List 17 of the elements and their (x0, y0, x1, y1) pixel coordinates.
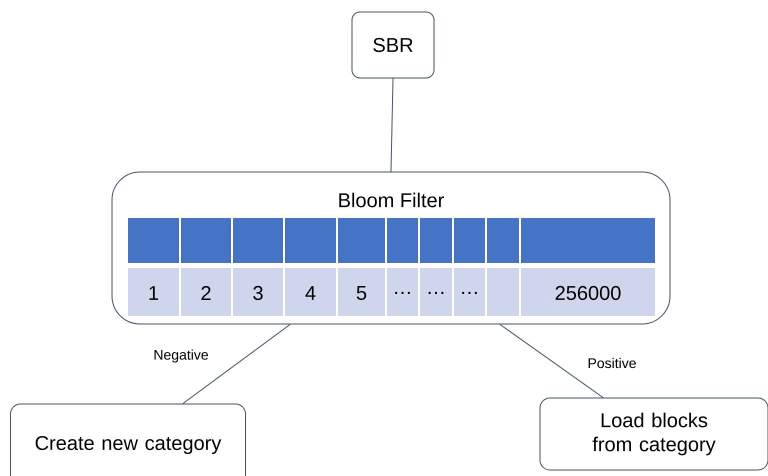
index-cell: 4 (285, 268, 336, 316)
index-cell: 3 (233, 268, 283, 316)
connector-line (182, 324, 290, 404)
edge-label: Negative (152, 348, 210, 364)
index-cell: … (420, 268, 452, 316)
index-cell: … (454, 268, 485, 316)
process-box: Load blocks from category (540, 398, 768, 470)
connector-line (500, 324, 604, 398)
connector-line (390, 78, 394, 172)
index-cell: 256000 (521, 268, 655, 316)
process-box: Create new category (10, 404, 246, 476)
process-box: SBR (352, 12, 434, 78)
index-cell: 2 (181, 268, 231, 316)
index-cell: … (387, 268, 418, 316)
index-cell: 5 (338, 268, 385, 316)
index-cell: 1 (128, 268, 179, 316)
edge-label: Positive (586, 356, 638, 370)
